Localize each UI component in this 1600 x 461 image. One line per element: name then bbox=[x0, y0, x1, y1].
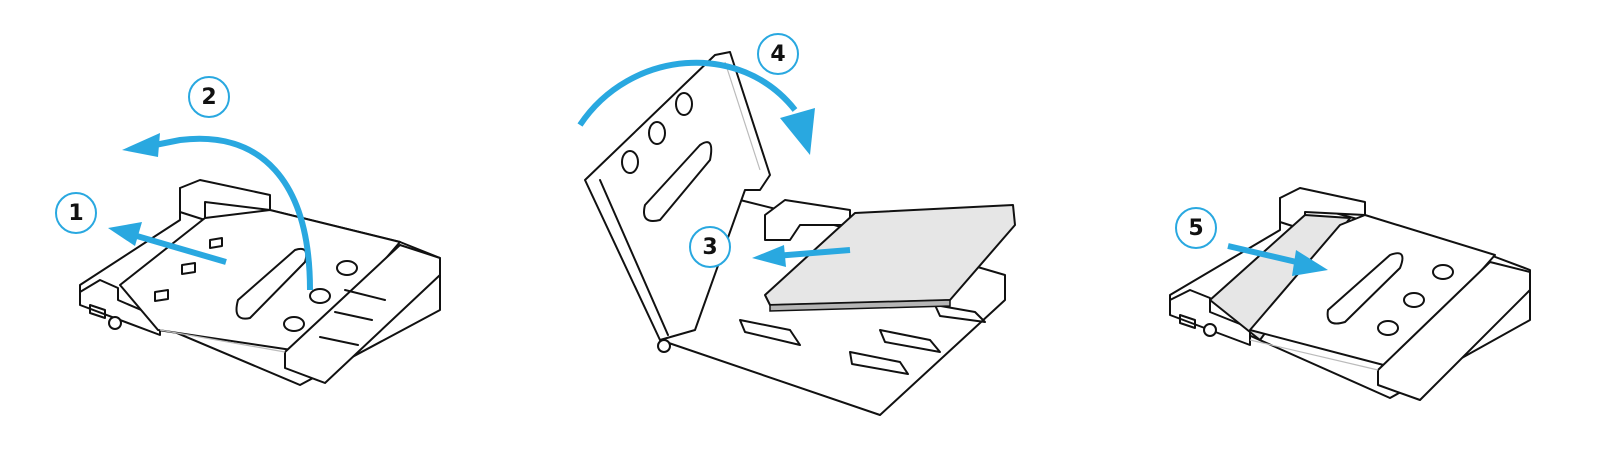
step-badge-2: 2 bbox=[188, 76, 230, 118]
step-badge-4: 4 bbox=[757, 33, 799, 75]
step-3-arrow bbox=[752, 245, 851, 267]
panel-1-holder-closed bbox=[79, 179, 441, 386]
step-number: 2 bbox=[201, 84, 217, 110]
step-badge-1: 1 bbox=[55, 192, 97, 234]
step-number: 4 bbox=[770, 41, 786, 67]
panel-3-holder-closed-with-card bbox=[1169, 187, 1531, 401]
step-2-arrow bbox=[122, 133, 313, 291]
step-badge-3: 3 bbox=[689, 226, 731, 268]
step-number: 1 bbox=[68, 200, 84, 226]
step-1-arrow bbox=[108, 222, 227, 265]
step-number: 5 bbox=[1188, 215, 1204, 241]
step-5-arrow bbox=[1227, 243, 1328, 276]
step-badge-5: 5 bbox=[1175, 207, 1217, 249]
step-4-arrow bbox=[577, 59, 815, 155]
panel-2-holder-open bbox=[584, 51, 1016, 416]
step-number: 3 bbox=[702, 234, 718, 260]
